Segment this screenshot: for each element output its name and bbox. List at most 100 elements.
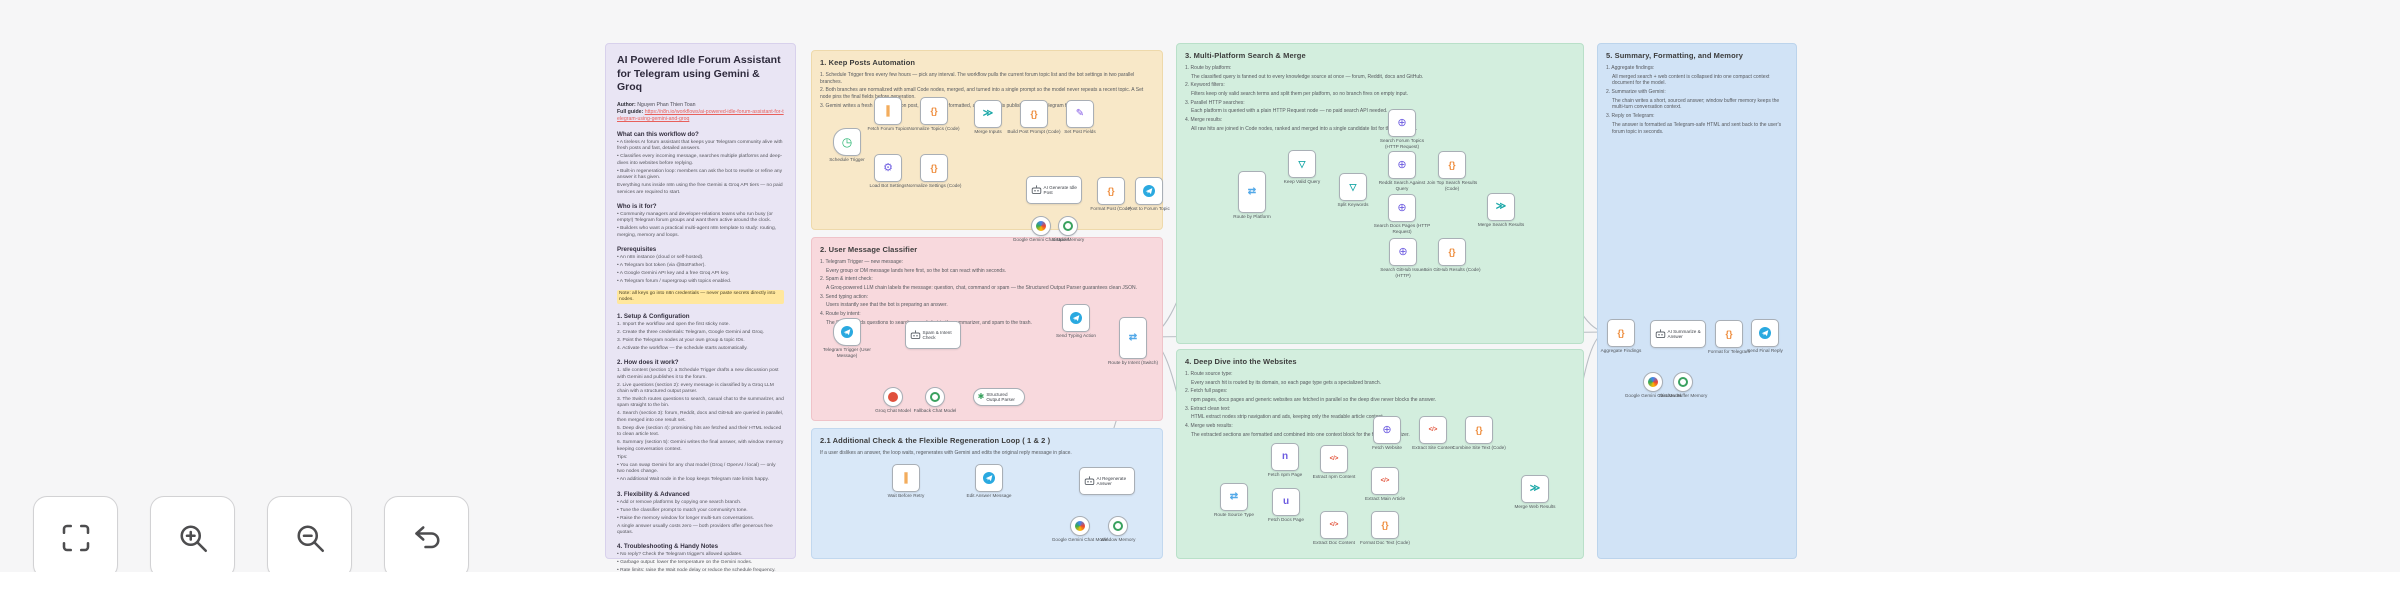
sticky-note-line: Filters keep only valid search terms and…: [1191, 91, 1409, 98]
sticky-note-line: A Groq-powered LLM chain labels the mess…: [826, 285, 1137, 292]
node-o10[interactable]: {}Format Post (Code): [1090, 177, 1132, 211]
node-o9a[interactable]: Google Gemini Chat Model: [1013, 216, 1069, 242]
node-r2[interactable]: AI Summarize & Answer: [1650, 320, 1706, 348]
sticky-note-body: 1. Aggregate findings:All merged search …: [1606, 65, 1788, 135]
sticky-note-body: 1. Telegram Trigger — new message:Every …: [820, 259, 1154, 327]
node-g8[interactable]: {}Join Top Search Results (Code): [1427, 151, 1477, 191]
sticky-note-line: 2. Spam & intent check:: [820, 276, 873, 283]
node-o2[interactable]: ∥Fetch Forum Topics: [867, 97, 909, 131]
node-h7[interactable]: {}Format Doc Text (Code): [1360, 511, 1410, 545]
section-title: 1. Keep Posts Automation: [820, 58, 916, 67]
node-r2a[interactable]: Google Gemini Chat Model: [1625, 372, 1681, 398]
zoom-out-button[interactable]: [267, 496, 352, 579]
gemini-icon: [1036, 221, 1046, 231]
node-t3[interactable]: {}Combine Site Text (Code): [1452, 416, 1506, 450]
node-p3[interactable]: ✱Structured Output Parser: [973, 388, 1025, 406]
node-inline-label: AI Summarize & Answer: [1667, 328, 1701, 339]
node-o11[interactable]: Post to Forum Topic: [1128, 177, 1170, 211]
node-o5[interactable]: {}Normalize Settings (Code): [907, 154, 961, 188]
node-g6[interactable]: ⊕Search Docs Pages (HTTP Request): [1374, 194, 1430, 234]
zoom-in-button[interactable]: [150, 496, 235, 579]
node-o4[interactable]: ⚙Load Bot Settings: [869, 154, 907, 188]
sticky-note-summary-memory[interactable]: 5. Summary, Formatting, and Memory 1. Ag…: [1597, 43, 1797, 559]
node-o1[interactable]: ◷Schedule Trigger: [829, 128, 865, 162]
node-b3[interactable]: AI Regenerate Answer: [1079, 467, 1135, 495]
code-icon: {}: [1107, 185, 1115, 196]
node-o9b[interactable]: Simple Memory: [1052, 216, 1084, 242]
sticky-note-line: If a user dislikes an answer, the loop w…: [820, 450, 1072, 456]
html-icon: </>: [1428, 427, 1438, 433]
workflow-canvas[interactable]: AI Powered Idle Forum Assistant for Tele…: [0, 0, 2400, 586]
sticky-note-line: HTML extract nodes strip navigation and …: [1191, 414, 1384, 421]
node-o9[interactable]: AI Generate Idle Post: [1026, 176, 1082, 204]
node-p1[interactable]: Telegram Trigger (User Message): [823, 318, 871, 358]
tg-icon: [1759, 327, 1771, 339]
node-g4[interactable]: ⊕Search Forum Topics (HTTP Request): [1380, 109, 1424, 149]
globe-icon: ⊕: [1398, 245, 1408, 258]
mem-icon: [1678, 377, 1688, 387]
doc-text-line: • No reply? Check the Telegram trigger's…: [617, 552, 743, 558]
node-o3[interactable]: {}Normalize Topics (Code): [908, 97, 960, 131]
filter-icon: ▽: [1349, 181, 1357, 192]
node-o7[interactable]: {}Build Post Prompt (Code): [1007, 100, 1061, 134]
doc-text-line: 5. Deep dive (section 4): promising hits…: [617, 425, 782, 438]
node-h6[interactable]: </>Extract Doc Content: [1313, 511, 1355, 545]
node-r4[interactable]: Send Final Reply: [1747, 319, 1783, 353]
robot-icon: [1031, 185, 1042, 195]
fit-view-button[interactable]: [33, 496, 118, 579]
doc-section: Prerequisites• An n8n instance (cloud or…: [617, 246, 784, 305]
sticky-note-body: 1. Route by platform:The classified quer…: [1185, 65, 1575, 133]
node-g9[interactable]: ≫Merge Search Results: [1478, 193, 1524, 227]
node-b3a[interactable]: Google Gemini Chat Model: [1052, 516, 1108, 542]
node-t2[interactable]: </>Extract Site Content: [1412, 416, 1454, 450]
node-b2[interactable]: Edit Answer Message: [966, 464, 1012, 498]
reset-zoom-button[interactable]: [384, 496, 469, 579]
node-g7a[interactable]: ⊕Search GitHub Issues (HTTP): [1380, 238, 1426, 278]
reset-zoom-icon: [414, 525, 440, 548]
node-r2b[interactable]: Window Buffer Memory: [1659, 372, 1707, 398]
node-g1[interactable]: ⇄Route by Platform: [1233, 171, 1271, 219]
node-p2a[interactable]: Groq Chat Model: [875, 387, 911, 413]
doc-text-line: A single answer usually costs zero — bot…: [617, 523, 773, 535]
tg-icon: [841, 326, 853, 338]
merge-icon: ≫: [1529, 483, 1541, 494]
doc-text-line: • Add or remove platforms by copying one…: [617, 499, 742, 505]
sticky-note-line: The Switch sends questions to search, ca…: [826, 319, 1032, 326]
doc-section-heading: 4. Troubleshooting & Handy Notes: [617, 543, 719, 551]
doc-text-line: • A Telegram forum / supergroup with top…: [617, 279, 732, 285]
node-b1[interactable]: ∥Wait Before Retry: [888, 464, 924, 498]
tg-icon: [1070, 312, 1082, 324]
node-p2[interactable]: Spam & Intent Check: [905, 321, 961, 349]
node-p4[interactable]: Send Typing Action: [1056, 304, 1096, 338]
workflow-title: AI Powered Idle Forum Assistant for Tele…: [617, 54, 781, 94]
node-t1[interactable]: ⊕Fetch Website: [1372, 416, 1402, 450]
node-p5[interactable]: ⇄Route by Intent (Switch): [1108, 317, 1158, 365]
code-icon: {}: [930, 162, 938, 173]
node-h5[interactable]: </>Extract Main Article: [1365, 467, 1405, 501]
mem-icon: [930, 392, 940, 402]
node-o6[interactable]: ≫Merge Inputs: [974, 100, 1002, 134]
node-g7b[interactable]: {}Join GitHub Results (Code): [1423, 238, 1481, 272]
node-h9[interactable]: ≫Merge Web Results: [1514, 475, 1556, 509]
node-h3[interactable]: </>Extract npm Content: [1313, 445, 1355, 479]
node-g5[interactable]: ⊕Reddit Search Against Query: [1379, 151, 1425, 191]
page-bottom-strip: [0, 572, 2400, 586]
sticky-note-line: The classified query is fanned out to ev…: [1191, 73, 1424, 80]
node-g2[interactable]: ▽Keep Valid Query: [1284, 150, 1320, 184]
robot-icon: [1084, 476, 1095, 486]
node-h1[interactable]: ⇄Route Source Type: [1214, 483, 1254, 517]
node-r3[interactable]: {}Format for Telegram: [1708, 320, 1750, 354]
node-g3[interactable]: ▽Split Keywords: [1337, 173, 1369, 207]
sticky-note-documentation[interactable]: AI Powered Idle Forum Assistant for Tele…: [605, 43, 796, 581]
node-p2b[interactable]: Fallback Chat Model: [914, 387, 956, 413]
node-r1[interactable]: {}Aggregate Findings: [1601, 319, 1641, 353]
documentation-sections: What can this workflow do?• A tireless A…: [617, 131, 784, 586]
node-o8[interactable]: ✎Set Post Fields: [1064, 100, 1096, 134]
author-label: Author:: [617, 101, 636, 108]
node-b3b[interactable]: Window Memory: [1101, 516, 1135, 542]
full-guide-link[interactable]: https://n8n.io/workflows/ai-powered-idle…: [617, 109, 784, 123]
html-icon: </>: [1380, 478, 1390, 484]
